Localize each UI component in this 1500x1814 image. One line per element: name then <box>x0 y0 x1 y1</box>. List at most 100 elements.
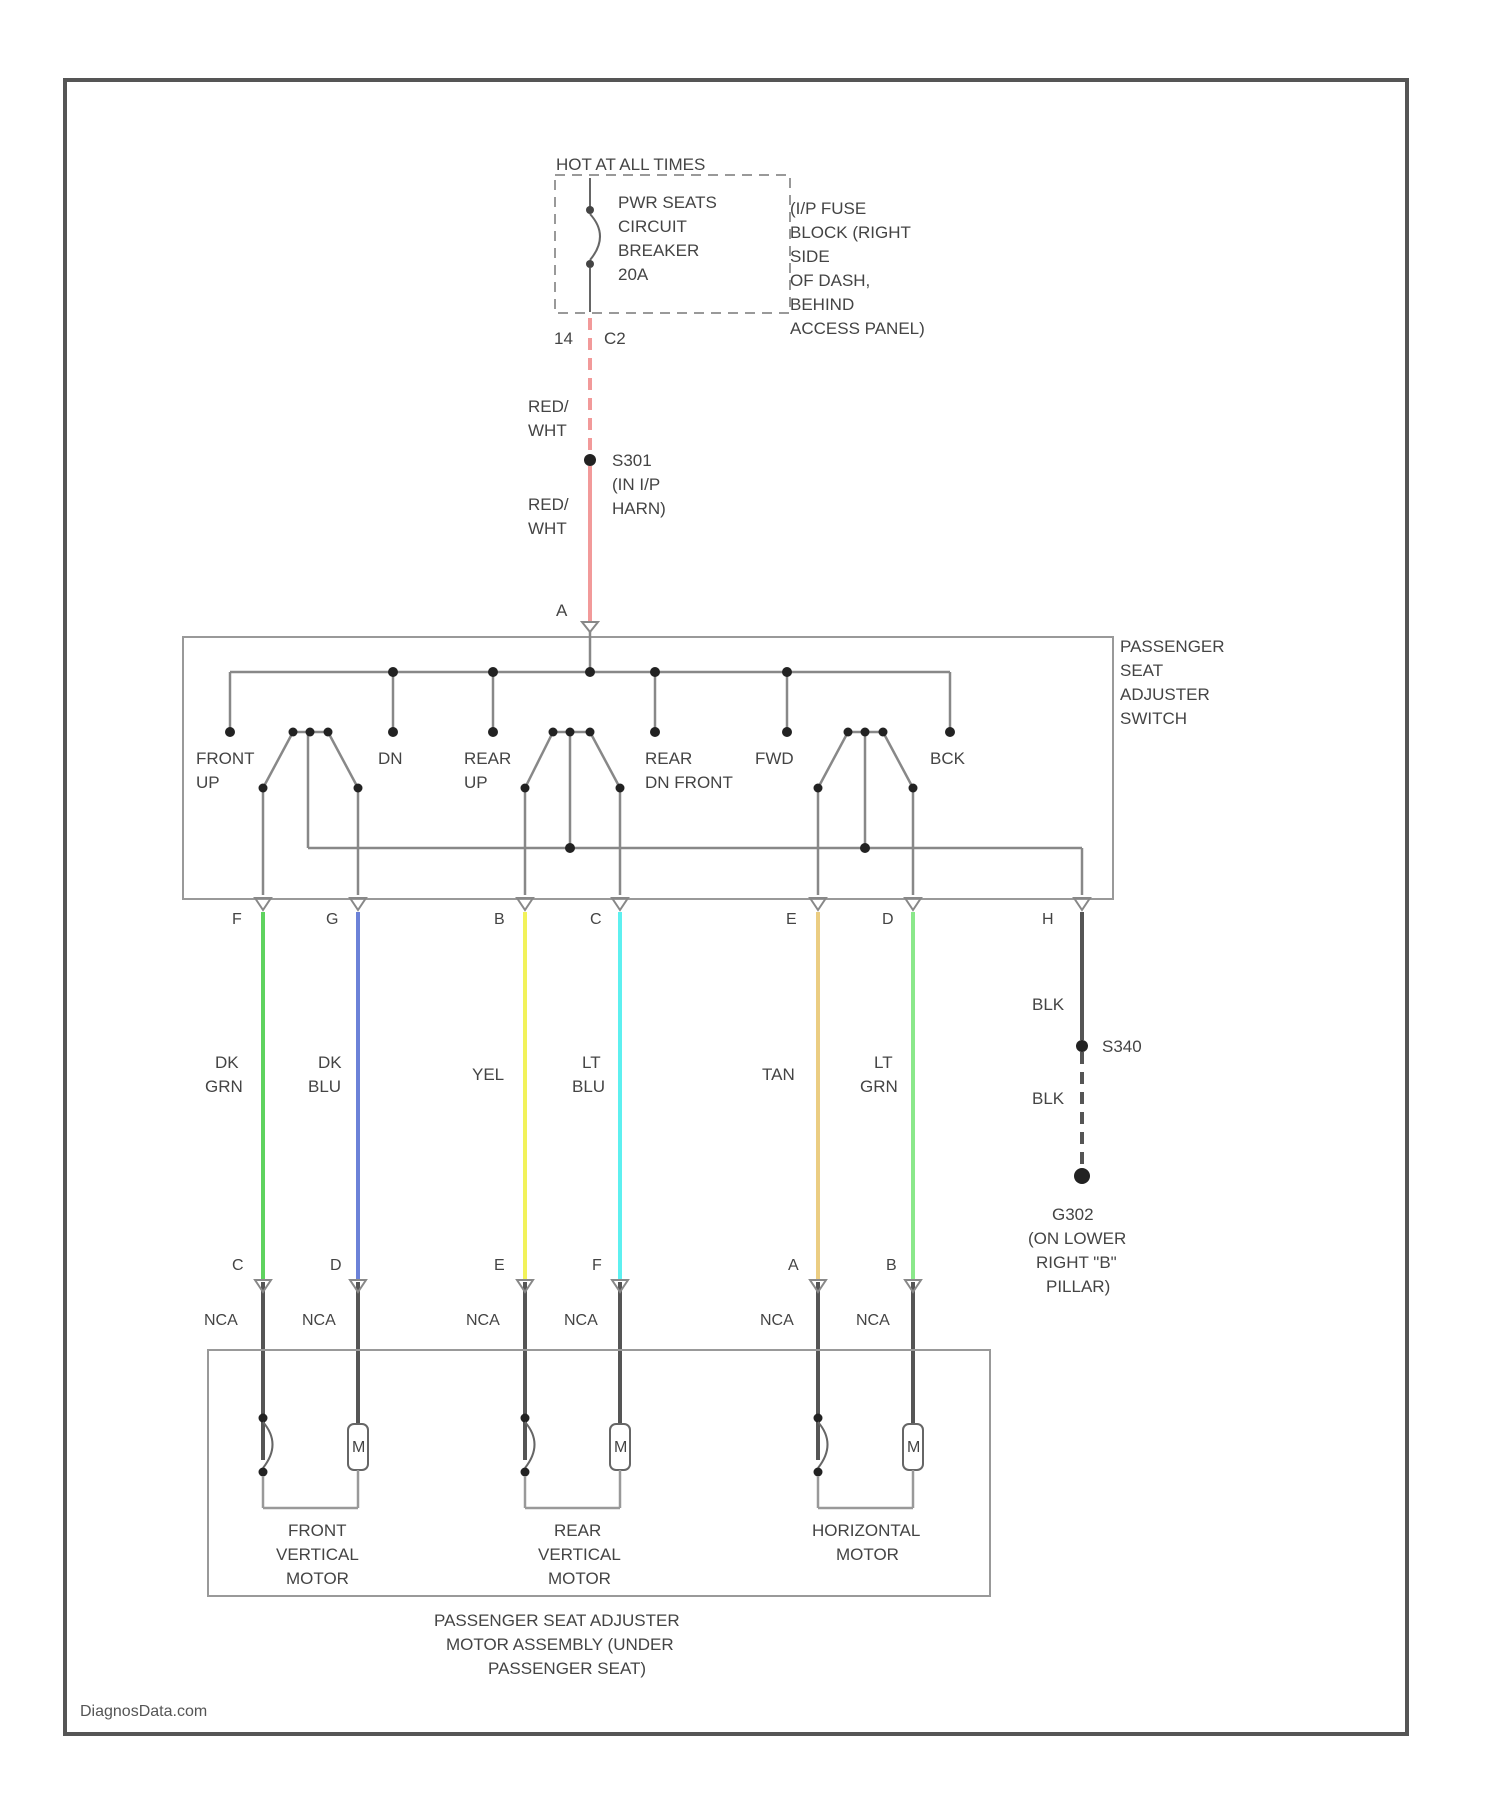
contact-dn: DN <box>378 749 403 768</box>
svg-text:D: D <box>882 911 894 928</box>
svg-text:FRONT: FRONT <box>288 1521 347 1540</box>
ground-circuit: H BLK S340 BLK G302 (ON LOWER RIGHT "B" … <box>1028 911 1142 1296</box>
svg-text:C: C <box>590 911 602 928</box>
svg-text:NCA: NCA <box>466 1312 500 1329</box>
svg-text:F: F <box>592 1257 602 1274</box>
wire-lt-grn: D LT GRN B NCA <box>856 911 913 1460</box>
wire-harness: F DK GRN C NCA G DK BLU D NCA B YEL E NC… <box>204 898 1090 1460</box>
contact-rear-up-2: UP <box>464 773 488 792</box>
svg-text:G: G <box>326 911 338 928</box>
wire-tan: E TAN A NCA <box>760 911 818 1460</box>
diagram-frame <box>65 80 1407 1734</box>
breaker-label-3: BREAKER <box>618 241 699 260</box>
switch-title-1: PASSENGER <box>1120 637 1225 656</box>
svg-text:H: H <box>1042 911 1054 928</box>
ground-point-label-2: (ON LOWER <box>1028 1229 1126 1248</box>
svg-text:BLU: BLU <box>572 1077 605 1096</box>
svg-text:HORIZONTAL: HORIZONTAL <box>812 1521 920 1540</box>
svg-text:MOTOR: MOTOR <box>548 1569 611 1588</box>
contact-rear-dn-front-2: DN FRONT <box>645 773 733 792</box>
ground-point-label-4: PILLAR) <box>1046 1277 1110 1296</box>
hot-at-all-times-label: HOT AT ALL TIMES <box>556 155 705 174</box>
svg-text:B: B <box>494 911 505 928</box>
svg-text:DK: DK <box>318 1053 342 1072</box>
wire-dk-blu: G DK BLU D NCA <box>302 911 358 1460</box>
connector-markers <box>255 898 1090 1292</box>
power-wire-color-lower-1: RED/ <box>528 495 569 514</box>
svg-text:BLU: BLU <box>308 1077 341 1096</box>
svg-text:NCA: NCA <box>760 1312 794 1329</box>
fuse-connector-label: C2 <box>604 329 626 348</box>
fuse-location-2: BLOCK (RIGHT <box>790 223 911 242</box>
motor-symbol: M <box>907 1439 920 1456</box>
switch-toggle-front <box>263 732 358 895</box>
splice-label-1: S301 <box>612 451 652 470</box>
contact-rear-up-1: REAR <box>464 749 511 768</box>
rear-vertical-motor: M REAR VERTICAL MOTOR <box>521 1414 631 1589</box>
svg-text:NCA: NCA <box>856 1312 890 1329</box>
ground-point-dot <box>1074 1168 1090 1184</box>
ground-point-label-1: G302 <box>1052 1205 1094 1224</box>
svg-text:A: A <box>788 1257 799 1274</box>
motor-assembly-label-3: PASSENGER SEAT) <box>488 1659 646 1678</box>
switch-title-3: ADJUSTER <box>1120 685 1210 704</box>
svg-text:LT: LT <box>874 1053 893 1072</box>
svg-text:GRN: GRN <box>205 1077 243 1096</box>
ground-wire-color-upper: BLK <box>1032 995 1065 1014</box>
fuse-location-6: ACCESS PANEL) <box>790 319 925 338</box>
power-wire-color-upper-2: WHT <box>528 421 567 440</box>
ground-point-label-3: RIGHT "B" <box>1036 1253 1117 1272</box>
svg-text:NCA: NCA <box>204 1312 238 1329</box>
svg-text:GRN: GRN <box>860 1077 898 1096</box>
switch-title-2: SEAT <box>1120 661 1163 680</box>
front-vertical-motor: M FRONT VERTICAL MOTOR <box>259 1414 369 1589</box>
fuse-pin-label: 14 <box>554 329 573 348</box>
horizontal-motor: M HORIZONTAL MOTOR <box>812 1414 923 1565</box>
svg-text:REAR: REAR <box>554 1521 601 1540</box>
contact-rear-dn-front-1: REAR <box>645 749 692 768</box>
wire-lt-blu: C LT BLU F NCA <box>564 911 620 1460</box>
breaker-label-4: 20A <box>618 265 649 284</box>
switch-title-4: SWITCH <box>1120 709 1187 728</box>
wire-yel: B YEL E NCA <box>466 911 525 1460</box>
breaker-label-1: PWR SEATS <box>618 193 717 212</box>
power-wire-color-lower-2: WHT <box>528 519 567 538</box>
splice-label-3: HARN) <box>612 499 666 518</box>
svg-text:VERTICAL: VERTICAL <box>276 1545 359 1564</box>
svg-text:TAN: TAN <box>762 1065 795 1084</box>
switch-outline <box>183 637 1113 899</box>
seat-adjuster-switch: PASSENGER SEAT ADJUSTER SWITCH <box>183 632 1225 899</box>
ground-wire-color-lower: BLK <box>1032 1089 1065 1108</box>
svg-text:MOTOR: MOTOR <box>836 1545 899 1564</box>
svg-text:VERTICAL: VERTICAL <box>538 1545 621 1564</box>
watermark: DiagnosData.com <box>80 1703 207 1720</box>
splice-s340-label: S340 <box>1102 1037 1142 1056</box>
circuit-breaker-symbol <box>586 178 600 312</box>
contact-fwd: FWD <box>755 749 794 768</box>
fuse-location-4: OF DASH, <box>790 271 870 290</box>
svg-text:NCA: NCA <box>302 1312 336 1329</box>
splice-s340-dot <box>1076 1040 1088 1052</box>
wire-dk-grn: F DK GRN C NCA <box>204 911 263 1460</box>
svg-text:B: B <box>886 1257 897 1274</box>
switch-power-bus <box>230 632 950 730</box>
svg-text:E: E <box>494 1257 505 1274</box>
svg-text:NCA: NCA <box>564 1312 598 1329</box>
splice-s301-dot <box>584 454 596 466</box>
fuse-location-3: SIDE <box>790 247 830 266</box>
switch-pin-a-label: A <box>556 601 568 620</box>
fuse-location-5: BEHIND <box>790 295 854 314</box>
motor-symbol: M <box>352 1439 365 1456</box>
contact-front-up-2: UP <box>196 773 220 792</box>
svg-text:E: E <box>786 911 797 928</box>
fuse-block: HOT AT ALL TIMES PWR SEATS CIRCUIT BREAK… <box>554 155 925 348</box>
power-wire: RED/ WHT S301 (IN I/P HARN) RED/ WHT A <box>528 318 666 632</box>
contact-front-up-1: FRONT <box>196 749 255 768</box>
motor-assembly: M FRONT VERTICAL MOTOR M REAR VERTICAL M… <box>208 1350 990 1678</box>
motor-assembly-label-1: PASSENGER SEAT ADJUSTER <box>434 1611 680 1630</box>
svg-text:C: C <box>232 1257 244 1274</box>
motor-symbol: M <box>614 1439 627 1456</box>
svg-text:D: D <box>330 1257 342 1274</box>
fuse-location-1: (I/P FUSE <box>790 199 866 218</box>
breaker-label-2: CIRCUIT <box>618 217 687 236</box>
